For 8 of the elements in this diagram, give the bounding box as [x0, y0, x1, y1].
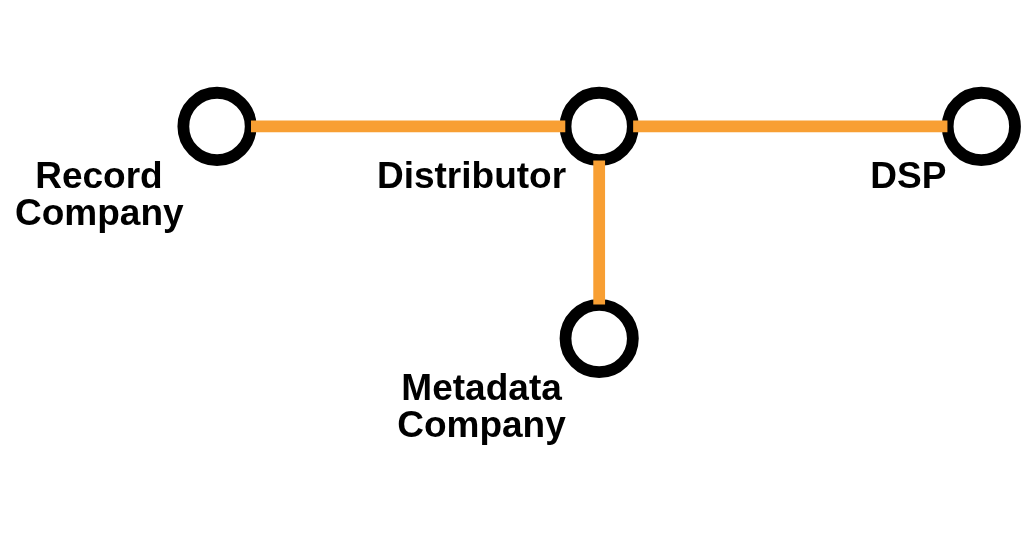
connector — [593, 160, 606, 305]
connector — [633, 120, 948, 133]
connector — [251, 120, 566, 133]
node-label: DSP — [870, 154, 947, 197]
node-label: Record Company — [15, 154, 184, 234]
node-circle — [177, 86, 257, 166]
node-label: Distributor — [376, 154, 567, 197]
node-label: Metadata Company — [397, 366, 566, 446]
